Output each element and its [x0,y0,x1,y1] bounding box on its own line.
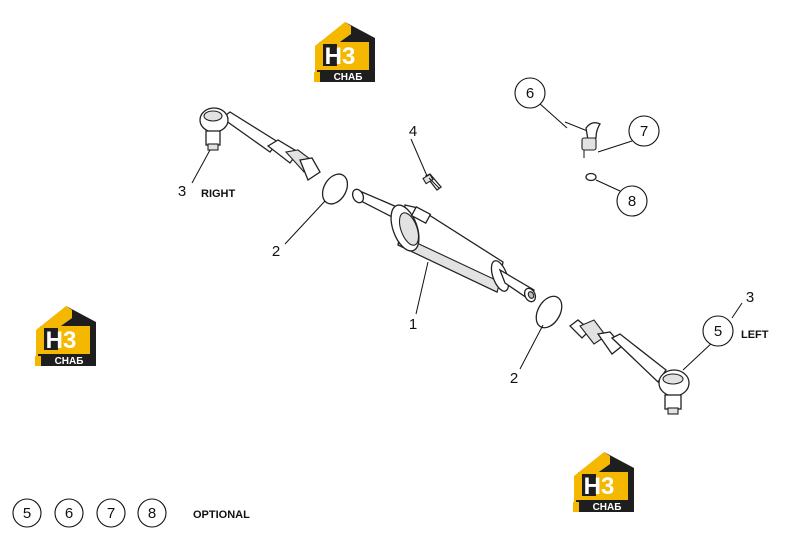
logo-watermark-top: H3 СНАБ [314,22,375,83]
svg-text:6: 6 [526,85,534,102]
label-right: RIGHT [201,188,236,200]
callout-6-circled: 6 [514,77,546,109]
callout-2-right: 2 [272,243,280,260]
svg-text:7: 7 [640,123,648,140]
svg-text:5: 5 [714,323,722,340]
grease-fitting-assembly [564,121,601,182]
optional-label: OPTIONAL [193,509,250,521]
logo-main-text: H3 [325,43,356,70]
callout-2-left: 2 [510,370,518,387]
tie-rod-end-right [199,107,321,181]
callout-4: 4 [409,123,417,140]
callout-5-circled: 5 [702,315,734,347]
svg-text:6: 6 [65,505,73,522]
tie-rod-end-left [569,319,690,415]
mounting-bolt [422,173,442,191]
svg-text:7: 7 [107,505,115,522]
svg-text:8: 8 [148,505,156,522]
callout-3-right: 3 [178,183,186,200]
callout-7-circled: 7 [628,115,660,147]
legend-item-5: 5 [12,498,42,528]
logo-watermark-bottom: H3 СНАБ [573,452,634,513]
logo-main-text: H3 [46,327,77,354]
callout-1: 1 [409,316,417,333]
legend-item-8: 8 [137,498,167,528]
small-o-ring [585,172,597,182]
callout-3-left: 3 [746,289,754,306]
callout-8-circled: 8 [616,185,648,217]
o-ring-left [535,295,563,329]
legend-item-7: 7 [96,498,126,528]
steering-cylinder [351,188,537,303]
o-ring-right [321,173,349,205]
svg-text:8: 8 [628,193,636,210]
svg-text:5: 5 [23,505,31,522]
label-left: LEFT [741,329,769,341]
leader-lines [191,102,743,371]
logo-sub-text: СНАБ [593,502,622,513]
optional-legend: 5 6 7 8 OPTIONAL [12,498,250,528]
logo-sub-text: СНАБ [334,72,363,83]
legend-item-6: 6 [54,498,84,528]
logo-main-text: H3 [584,473,615,500]
logo-sub-text: СНАБ [55,356,84,367]
logo-watermark-left: H3 СНАБ [35,306,96,367]
